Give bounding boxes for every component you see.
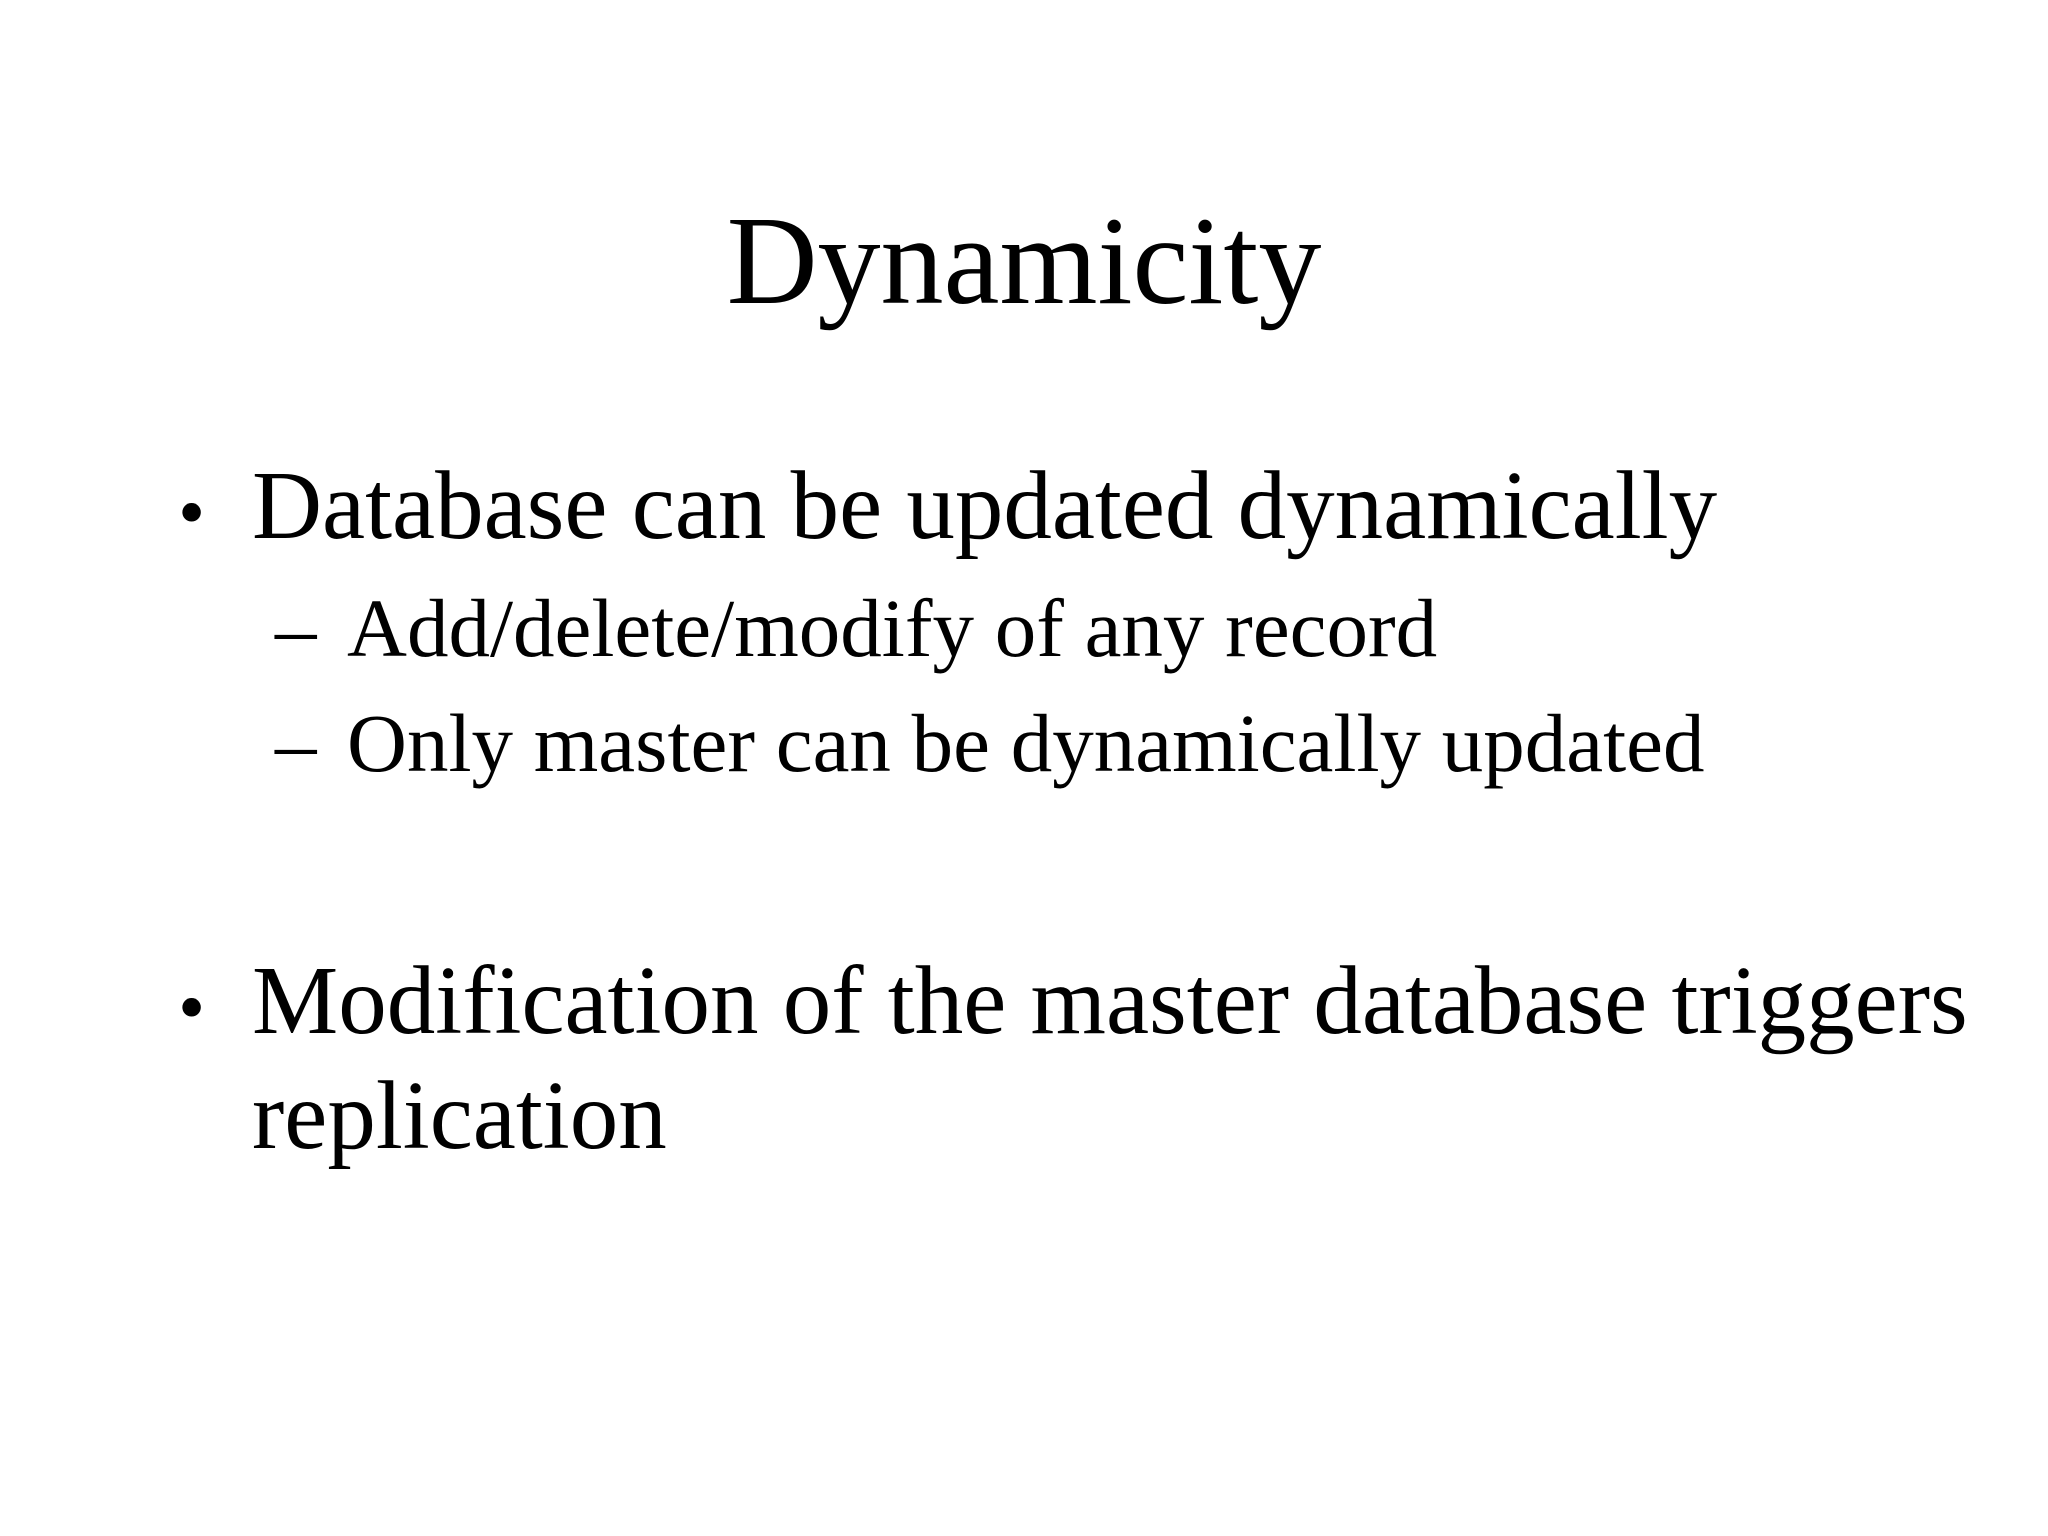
sub-bullet-item-1-text: Add/delete/modify of any record bbox=[347, 582, 1438, 675]
bullet-item-1-text: Database can be updated dynamically bbox=[252, 452, 1718, 559]
bullet-dot-icon: • bbox=[178, 944, 205, 1058]
sub-bullet-item-1: – Add/delete/modify of any record bbox=[178, 580, 1990, 678]
bullet-item-2: • Modification of the master database tr… bbox=[178, 944, 1990, 1173]
bullet-dot-glyph: • bbox=[178, 964, 206, 1051]
bullet-dot-icon: • bbox=[178, 449, 205, 563]
bullet-dot-glyph: • bbox=[178, 469, 206, 555]
sub-bullet-item-2-text: Only master can be dynamically updated bbox=[347, 697, 1705, 790]
sub-bullet-item-2: – Only master can be dynamically updated bbox=[178, 695, 1990, 793]
dash-marker-icon: – bbox=[275, 582, 317, 675]
bullet-item-1: • Database can be updated dynamically bbox=[178, 449, 1990, 563]
dash-marker-icon: – bbox=[275, 697, 317, 790]
bullet-item-2-text: Modification of the master database trig… bbox=[252, 947, 1968, 1169]
slide-title: Dynamicity bbox=[726, 192, 1322, 331]
slide-body: • Database can be updated dynamically – … bbox=[178, 449, 1990, 1173]
